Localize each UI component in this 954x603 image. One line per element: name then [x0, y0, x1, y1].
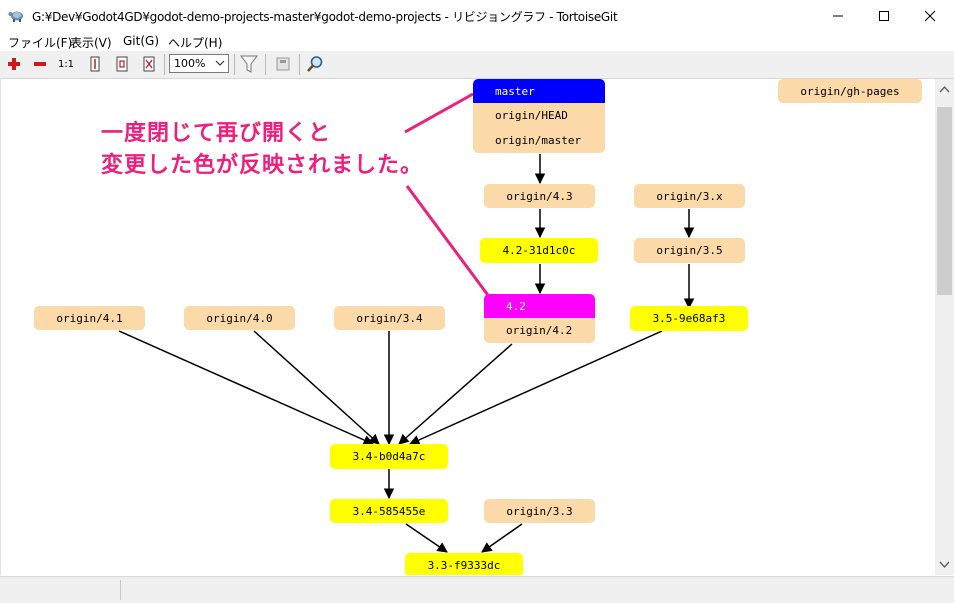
zoom-value: 100% — [174, 57, 206, 70]
annotation-line-1: 一度閉じて再び開くと — [101, 121, 332, 146]
edge — [409, 330, 663, 445]
edge — [118, 330, 374, 445]
status-bar — [0, 576, 954, 603]
ref-node-origin-4-3[interactable]: origin/4.3 — [484, 184, 595, 208]
minimize-button[interactable] — [815, 0, 861, 31]
title-bar: G:¥Dev¥Godot4GD¥godot-demo-projects-mast… — [0, 0, 954, 31]
overview-icon — [276, 57, 290, 71]
commit-node-3-5-9e68af3[interactable]: 3.5-9e68af3 — [630, 306, 748, 331]
fit-height-icon — [90, 56, 100, 72]
ref-node-origin-3-x[interactable]: origin/3.x — [634, 184, 745, 208]
filter-button[interactable] — [238, 54, 260, 74]
annotation-pointer — [404, 92, 474, 134]
revision-graph-canvas[interactable]: master origin/HEAD origin/master origin/… — [0, 79, 936, 575]
menu-file[interactable]: ファイル(F) — [8, 36, 73, 50]
status-separator — [120, 580, 121, 600]
ref-node-origin-4-1[interactable]: origin/4.1 — [34, 306, 145, 330]
maximize-button[interactable] — [861, 0, 907, 31]
graph-edges — [118, 92, 695, 553]
scroll-down-icon[interactable] — [939, 561, 950, 569]
minimize-icon — [833, 15, 843, 16]
commit-node-3-4-585455e[interactable]: 3.4-585455e — [330, 499, 448, 523]
zoom-out-button[interactable] — [29, 54, 51, 74]
scroll-up-icon[interactable] — [939, 85, 950, 93]
edge — [405, 523, 448, 553]
menu-git[interactable]: Git(G) — [123, 34, 159, 48]
annotation-pointer — [405, 185, 495, 303]
fit-window-icon — [116, 56, 128, 72]
maximize-icon — [879, 10, 889, 21]
fit-height-button[interactable] — [84, 54, 106, 74]
ref-node-origin-4-0[interactable]: origin/4.0 — [184, 306, 295, 330]
zoom-out-icon — [34, 62, 46, 66]
ref-node-origin-4-2[interactable]: origin/4.2 — [484, 318, 595, 343]
zoom-reset-button[interactable]: 1:1 — [55, 54, 77, 74]
tortoisegit-app-icon — [8, 11, 23, 22]
search-icon — [307, 56, 323, 72]
search-button[interactable] — [304, 54, 326, 74]
menu-bar: ファイル(F) 表示(V) Git(G) ヘルプ(H) — [0, 31, 954, 51]
fit-window-button[interactable] — [111, 54, 133, 74]
window-title: G:¥Dev¥Godot4GD¥godot-demo-projects-mast… — [32, 10, 618, 24]
fit-width-icon — [143, 56, 155, 72]
edge — [253, 330, 380, 445]
ref-node-origin-3-4[interactable]: origin/3.4 — [334, 306, 445, 330]
ref-node-origin-gh-pages[interactable]: origin/gh-pages — [778, 79, 922, 103]
chevron-down-icon — [215, 60, 225, 66]
vertical-scrollbar[interactable] — [935, 79, 954, 575]
fit-width-button[interactable] — [138, 54, 160, 74]
filter-icon — [240, 55, 258, 73]
toolbar-separator — [265, 54, 266, 75]
overview-button[interactable] — [272, 54, 294, 74]
edge — [481, 523, 523, 553]
toolbar-separator — [299, 54, 300, 75]
close-button[interactable] — [907, 0, 953, 31]
ref-node-master[interactable]: master — [473, 79, 605, 103]
annotation-line-2: 変更した色が反映されました。 — [101, 153, 424, 178]
zoom-level-select[interactable]: 100% — [169, 54, 229, 73]
commit-node-3-3-f9333dc[interactable]: 3.3-f9333dc — [405, 553, 523, 575]
ref-node-origin-3-3[interactable]: origin/3.3 — [484, 499, 595, 523]
edge — [398, 343, 513, 445]
toolbar: 1:1 100% — [0, 51, 954, 79]
close-icon — [924, 10, 936, 21]
toolbar-separator — [234, 54, 235, 75]
toolbar-separator — [164, 54, 165, 75]
zoom-in-button[interactable] — [3, 54, 25, 74]
menu-view[interactable]: 表示(V) — [70, 36, 112, 50]
zoom-in-icon — [8, 58, 20, 70]
ref-node-origin-master[interactable]: origin/master — [473, 128, 605, 153]
scrollbar-thumb[interactable] — [937, 107, 952, 295]
zoom-reset-icon: 1:1 — [57, 58, 75, 70]
commit-node-3-4-b0d4a7c[interactable]: 3.4-b0d4a7c — [330, 444, 448, 469]
ref-node-origin-3-5[interactable]: origin/3.5 — [634, 238, 745, 263]
ref-node-origin-head[interactable]: origin/HEAD — [473, 103, 605, 128]
commit-node-4-2-31d1c0c[interactable]: 4.2-31d1c0c — [480, 238, 598, 263]
menu-help[interactable]: ヘルプ(H) — [168, 36, 223, 50]
ref-node-4-2[interactable]: 4.2 — [484, 294, 595, 318]
